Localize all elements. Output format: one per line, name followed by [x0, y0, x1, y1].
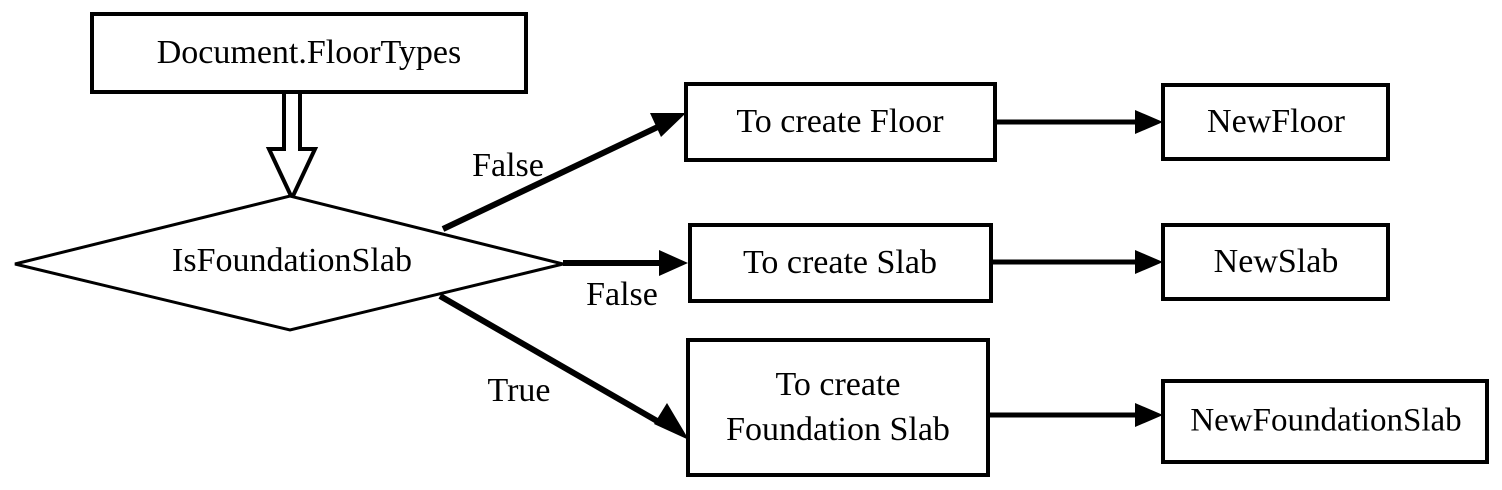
node-new-slab-label: NewSlab: [1214, 243, 1339, 280]
node-new-floor[interactable]: NewFloor: [1161, 83, 1390, 161]
node-new-foundation-slab-label: NewFoundationSlab: [1190, 403, 1461, 439]
node-create-floor[interactable]: To create Floor: [684, 82, 997, 162]
edge-create-floor-to-new-floor: [995, 110, 1163, 134]
edge-label-branch-floor: False: [472, 147, 544, 184]
node-new-slab[interactable]: NewSlab: [1161, 223, 1390, 301]
edge-create-foundation-slab-to-new-foundation-slab: [988, 403, 1163, 427]
edge-create-slab-to-new-slab: [991, 250, 1163, 274]
node-decision-label: IsFoundationSlab: [172, 242, 412, 279]
arrow-head-icon: [1135, 110, 1163, 134]
node-source[interactable]: Document.FloorTypes: [90, 12, 528, 94]
node-create-slab-label: To create Slab: [743, 244, 937, 281]
arrow-head-icon: [1135, 250, 1163, 274]
node-new-foundation-slab-box[interactable]: [1161, 379, 1489, 464]
arrow-head-icon: [1135, 403, 1163, 427]
edge-source-to-decision: [265, 88, 319, 203]
node-decision-diamond[interactable]: [14, 194, 564, 332]
node-source-label: Document.FloorTypes: [157, 34, 462, 71]
hollow-block-arrow-icon: [265, 88, 319, 203]
edge-label-branch-slab: False: [586, 276, 658, 313]
edge-decision-to-create-foundation-slab: [438, 293, 689, 440]
arrow-head-icon: [659, 250, 688, 276]
node-new-foundation-slab[interactable]: NewFoundationSlab: [1161, 379, 1489, 464]
arrow-head-icon: [654, 403, 689, 440]
node-source-box[interactable]: [90, 12, 528, 94]
edge-label-branch-foundation: True: [488, 372, 551, 409]
node-create-foundation-slab[interactable]: To create Foundation Slab: [686, 338, 990, 477]
node-create-slab-box[interactable]: [688, 223, 993, 303]
arrow-head-icon: [650, 113, 686, 137]
edge-decision-to-create-slab: [563, 250, 688, 276]
node-create-foundation-slab-label-line2: Foundation Slab: [726, 411, 950, 448]
node-new-floor-label: NewFloor: [1207, 103, 1346, 140]
node-create-floor-box[interactable]: [684, 82, 997, 162]
node-create-floor-label: To create Floor: [736, 103, 944, 140]
node-create-foundation-slab-box[interactable]: [686, 338, 990, 477]
node-create-foundation-slab-label-line1: To create: [775, 366, 900, 403]
node-create-slab[interactable]: To create Slab: [688, 223, 993, 303]
node-new-slab-box[interactable]: [1161, 223, 1390, 301]
edge-decision-to-create-floor: [441, 113, 686, 232]
node-decision[interactable]: IsFoundationSlab: [14, 194, 564, 332]
node-new-floor-box[interactable]: [1161, 83, 1390, 161]
